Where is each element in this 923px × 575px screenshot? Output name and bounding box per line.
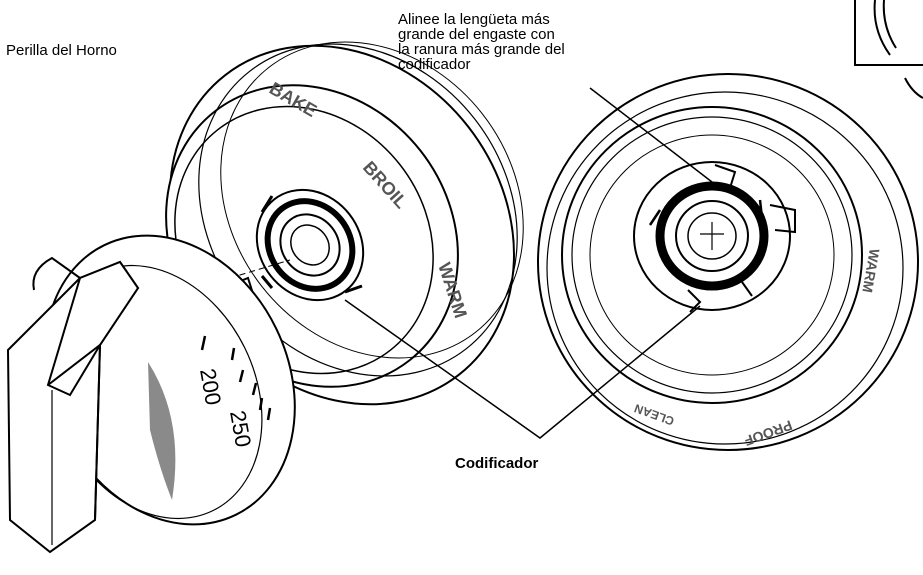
alignment-instruction: Alinee la lengüeta más grande del engast…: [398, 12, 628, 72]
leader-lines: [344, 87, 713, 439]
alignment-line-1: Alinee la lengüeta más: [398, 11, 550, 28]
shaft-axis: [229, 259, 291, 279]
encoder-label: Codificador: [455, 455, 539, 472]
oven-knob-label: Perilla del Horno: [6, 42, 117, 59]
detail-view-corner: [854, 0, 923, 99]
unit-warm: WARM: [859, 247, 882, 293]
alignment-line-4: codificador: [398, 56, 471, 73]
oven-control-unit: [537, 73, 919, 451]
alignment-line-2: grande del engaste con: [398, 26, 555, 43]
oven-knob: [6, 234, 296, 554]
alignment-line-3: la ranura más grande del: [398, 41, 565, 58]
